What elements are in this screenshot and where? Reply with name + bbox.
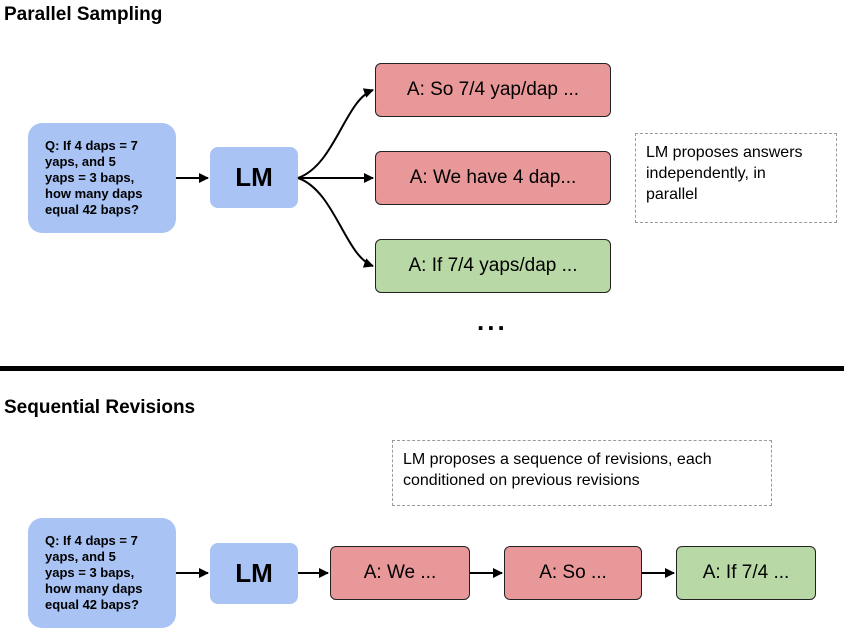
sequential-note: LM proposes a sequence of revisions, eac…	[392, 440, 772, 506]
sequential-revisions-title: Sequential Revisions	[4, 397, 196, 418]
sequential-question-box: Q: If 4 daps = 7 yaps, and 5 yaps = 3 ba…	[28, 518, 176, 628]
parallel-note: LM proposes answers independently, in pa…	[635, 133, 837, 223]
parallel-lm-to-answer-1-arrow	[297, 88, 374, 179]
parallel-ellipsis: ...	[477, 306, 508, 336]
parallel-sampling-title: Parallel Sampling	[4, 4, 163, 25]
sequential-lm-box: LM	[210, 543, 298, 604]
parallel-answer-3: A: If 7/4 yaps/dap ...	[375, 239, 611, 293]
parallel-answer-2: A: We have 4 dap...	[375, 151, 611, 205]
parallel-lm-to-answer-3-arrow	[297, 177, 374, 268]
parallel-answer-1: A: So 7/4 yap/dap ...	[375, 63, 611, 117]
sequential-answer-3: A: If 7/4 ...	[676, 546, 816, 600]
sequential-answer-2: A: So ...	[504, 546, 642, 600]
parallel-question-box: Q: If 4 daps = 7 yaps, and 5 yaps = 3 ba…	[28, 123, 176, 233]
sequential-answer-1: A: We ...	[330, 546, 470, 600]
section-divider	[0, 366, 844, 371]
parallel-lm-box: LM	[210, 147, 298, 208]
